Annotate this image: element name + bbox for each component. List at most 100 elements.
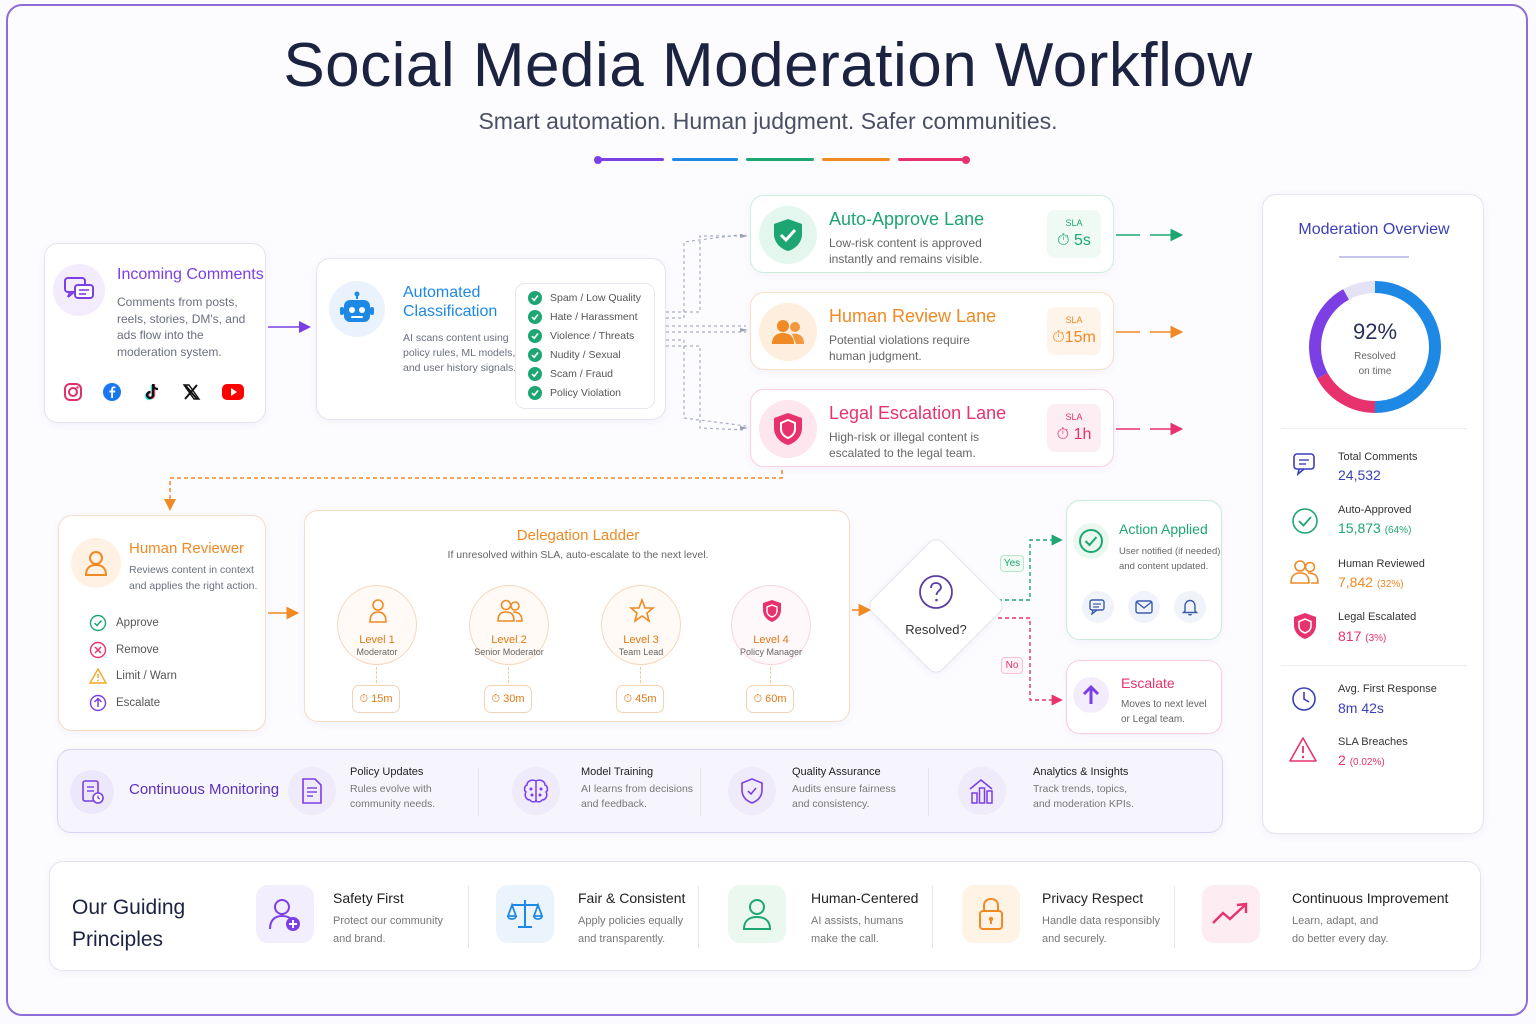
bell-icon[interactable] (1174, 591, 1206, 623)
donut-segment-1 (1317, 372, 1376, 413)
users-icon (1290, 560, 1319, 584)
delegation-ladder-card: Delegation Ladder If unresolved within S… (304, 510, 850, 722)
divider-purple (598, 158, 664, 161)
overview-title-underline (1339, 256, 1409, 258)
reviewer-title: Human Reviewer (129, 540, 245, 557)
legal-escalation-lane: Legal Escalation Lane High-risk or illeg… (750, 389, 1114, 467)
time-badge: ⏱ 60m (746, 685, 794, 713)
mail-icon[interactable] (1128, 591, 1160, 623)
donut-segment-3 (1343, 281, 1376, 300)
monitor-doc-icon (70, 770, 114, 814)
yes-badge: Yes (1000, 555, 1024, 572)
no-badge: No (1001, 657, 1023, 674)
lane-desc-line: Low-risk content is approved (829, 236, 982, 250)
shield-check-icon (728, 767, 776, 815)
facebook-icon[interactable] (102, 382, 122, 402)
shield-check-icon (759, 206, 817, 264)
principles-title: Principles (72, 928, 164, 951)
arrow-up-circle-icon (89, 694, 107, 712)
action-escalate[interactable]: Escalate (89, 694, 160, 712)
divider-pink (898, 158, 966, 161)
incoming-desc-line: ads flow into the (117, 328, 204, 342)
check-icon (528, 367, 542, 381)
stat-label: Legal Escalated (1338, 611, 1417, 623)
principle-title: Privacy Respect (1042, 890, 1144, 906)
continuous-monitoring-bar: Continuous Monitoring (57, 749, 1223, 833)
category-item: Hate / Harassment (528, 310, 638, 324)
instagram-icon[interactable] (63, 382, 83, 402)
resolved-donut-chart (1309, 281, 1441, 413)
classification-desc-line: and user history signals. (403, 362, 517, 374)
action-limit-warn[interactable]: Limit / Warn (89, 667, 177, 685)
check-circle-icon (1073, 523, 1109, 559)
donut-segment-2 (1309, 289, 1350, 379)
lane-desc-line: escalated to the legal team. (829, 446, 976, 460)
user-icon (369, 599, 387, 623)
incoming-desc-line: moderation system. (117, 344, 222, 359)
principle-title: Safety First (333, 890, 404, 906)
timer-icon: ⏱ (1057, 232, 1070, 249)
analytics-icon (958, 767, 1006, 815)
timer-icon: ⏱ (1052, 329, 1065, 346)
x-icon[interactable] (182, 382, 202, 402)
escalate-card: Escalate Moves to next level or Legal te… (1066, 660, 1222, 734)
action-applied-title: Action Applied (1119, 521, 1208, 537)
warning-icon (1289, 737, 1317, 762)
tiktok-icon[interactable] (142, 382, 162, 402)
trend-up-icon (1202, 885, 1260, 943)
guiding-principles-bar: Our Guiding Principles (49, 861, 1481, 971)
donut-label: on time (1358, 366, 1392, 377)
stat-value: 2 (0.02%) (1338, 752, 1385, 768)
people-icon (759, 303, 817, 361)
classification-desc-line: policy rules, ML models, (403, 347, 516, 359)
stat-value: 817 (3%) (1338, 628, 1387, 644)
chat-bubbles-icon (53, 264, 105, 316)
classification-card: Automated Classification AI scans conten… (316, 258, 666, 420)
users-icon (497, 599, 523, 622)
check-circle-icon (1292, 508, 1318, 534)
action-remove[interactable]: Remove (89, 641, 159, 659)
youtube-icon[interactable] (221, 383, 245, 401)
question-icon (919, 575, 953, 609)
action-desc-line: and content updated. (1119, 561, 1209, 572)
message-icon[interactable] (1082, 591, 1114, 623)
timer-icon: ⏱ (1056, 426, 1070, 443)
time-badge: ⏱ 45m (616, 685, 664, 713)
stat-value: 15,873 (64%) (1338, 520, 1412, 536)
principles-title: Our Guiding (72, 896, 186, 919)
escalate-title: Escalate (1121, 675, 1175, 691)
incoming-comments-card: Incoming Comments Comments from posts, r… (44, 243, 266, 423)
shield-alert-icon (759, 400, 817, 458)
classification-desc-line: AI scans content using (403, 332, 509, 344)
scales-icon (496, 885, 554, 943)
shield-icon (763, 600, 781, 622)
star-icon (629, 598, 655, 623)
escalate-desc-line: Moves to next level (1121, 699, 1207, 710)
lane-title: Human Review Lane (829, 306, 997, 326)
action-approve[interactable]: Approve (89, 614, 159, 632)
ladder-title: Delegation Ladder (516, 527, 640, 544)
robot-icon (329, 281, 385, 337)
user-shield-icon (256, 885, 314, 943)
page-subtitle: Smart automation. Human judgment. Safer … (478, 108, 1058, 134)
classification-title: Automated (403, 284, 481, 301)
lane-title: Legal Escalation Lane (829, 403, 1007, 423)
lane-desc-line: human judgment. (829, 349, 922, 363)
check-icon (528, 386, 542, 400)
divider-blue (672, 158, 738, 161)
time-badge: ⏱ 15m (352, 685, 400, 713)
category-item: Violence / Threats (528, 329, 634, 343)
moderation-overview-card: Moderation Overview 92% Resolved on time (1262, 194, 1484, 834)
lane-desc-line: High-risk or illegal content is (829, 430, 980, 444)
check-icon (528, 329, 542, 343)
